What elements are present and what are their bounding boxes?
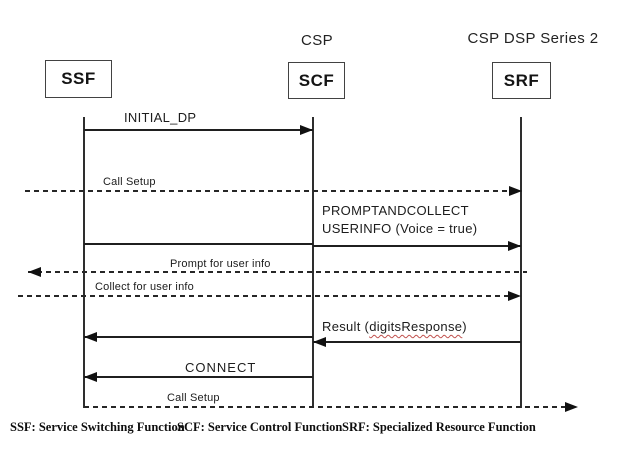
- arrowhead-right-promptandcollect: [508, 241, 521, 251]
- label-prompt-user-info: Prompt for user info: [170, 258, 271, 270]
- label-promptandcollect-line1: PROMPTANDCOLLECT: [322, 203, 469, 218]
- arrow-call-setup-1: [25, 190, 522, 192]
- legend-scf: SCF: Service Control Function: [177, 420, 343, 434]
- header-csp: CSP: [300, 32, 334, 49]
- lifeline-ssf: [83, 117, 85, 408]
- legend-srf: SRF: Specialized Resource Function: [342, 420, 536, 434]
- arrowhead-right-call-setup-2: [565, 402, 578, 412]
- relay-line-ssf-scf: [84, 243, 313, 245]
- arrow-connect: [84, 376, 313, 378]
- label-result-suffix: ): [462, 319, 467, 334]
- label-collect-user-info: Collect for user info: [95, 281, 194, 293]
- label-connect: CONNECT: [185, 360, 257, 375]
- lifeline-srf: [520, 117, 522, 408]
- label-result-misspelled-word: digitsResponse: [369, 319, 463, 334]
- arrow-prompt-user-info: [28, 271, 527, 273]
- actor-box-scf: SCF: [288, 62, 345, 99]
- lifeline-scf: [312, 117, 314, 408]
- label-initial-dp: INITIAL_DP: [124, 110, 197, 125]
- arrowhead-left-prompt-user-info: [28, 267, 41, 277]
- arrow-result: [313, 341, 521, 343]
- label-promptandcollect-line2: USERINFO (Voice = true): [322, 221, 478, 236]
- label-call-setup-1: Call Setup: [103, 176, 156, 188]
- arrowhead-left-connect: [84, 372, 97, 382]
- arrow-collect-user-info: [18, 295, 521, 297]
- label-result: Result (digitsResponse): [322, 319, 467, 334]
- arrowhead-left-relay-ssf: [84, 332, 97, 342]
- relay-arrow-scf-ssf: [84, 336, 313, 338]
- legend-ssf: SSF: Service Switching Function: [10, 420, 185, 434]
- arrow-initial-dp: [84, 129, 313, 131]
- arrow-call-setup-2: [84, 406, 578, 408]
- header-csp-dsp-series: CSP DSP Series 2: [467, 30, 599, 47]
- label-result-prefix: Result (: [322, 319, 370, 334]
- actor-box-srf: SRF: [492, 62, 551, 99]
- label-call-setup-2: Call Setup: [167, 392, 220, 404]
- arrowhead-left-result: [313, 337, 326, 347]
- actor-box-ssf: SSF: [45, 60, 112, 98]
- arrowhead-right-collect-user-info: [508, 291, 521, 301]
- arrowhead-right-initial-dp: [300, 125, 313, 135]
- arrowhead-right-call-setup-1: [509, 186, 522, 196]
- arrow-promptandcollect: [313, 245, 521, 247]
